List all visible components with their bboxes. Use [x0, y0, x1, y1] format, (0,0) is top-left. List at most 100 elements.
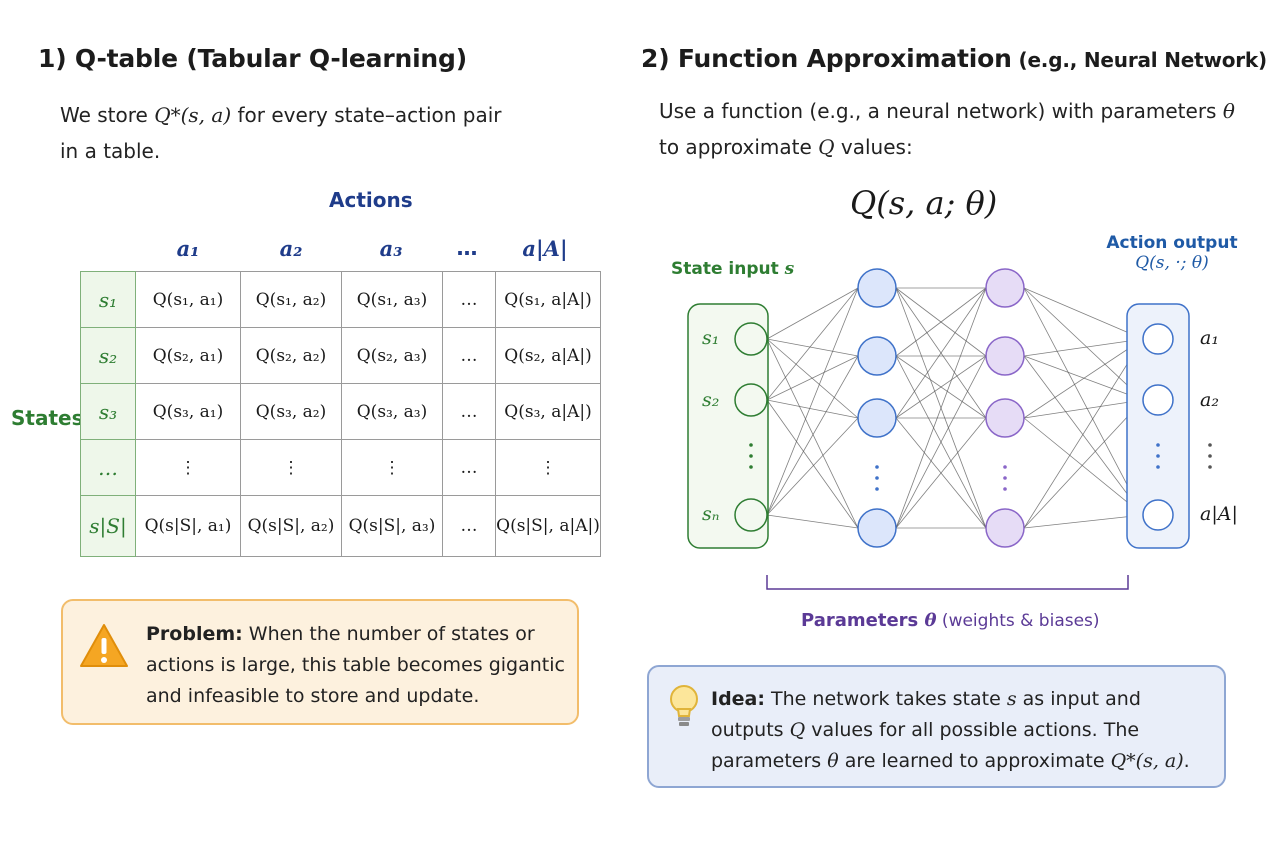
hidden1-node: [857, 268, 897, 308]
connection-edge: [895, 355, 987, 419]
q-value-cell: ⋮: [341, 439, 443, 496]
ellipsis-dot: [1156, 465, 1160, 469]
ellipsis-dot: [875, 487, 879, 491]
q-value-cell: Q(s|S|, a₃): [341, 495, 443, 557]
hidden2-node: [985, 508, 1025, 548]
ellipsis-dot: [1003, 487, 1007, 491]
q-value-cell: …: [442, 495, 496, 557]
connection-edge: [895, 287, 987, 419]
connection-edge: [766, 338, 859, 419]
connection-edge: [766, 514, 859, 529]
ellipsis-dot: [749, 443, 753, 447]
action-header-ellipsis: …: [456, 236, 478, 260]
connection-edge: [766, 287, 859, 516]
connection-edge: [766, 355, 859, 516]
q-value-cell: Q(s|S|, a₂): [240, 495, 342, 557]
q-value-cell: Q(s₃, a₃): [341, 383, 443, 440]
hidden1-node: [857, 508, 897, 548]
connection-edge: [766, 287, 859, 401]
connection-edge: [1023, 399, 1144, 529]
q-value-cell: ⋮: [135, 439, 241, 496]
input-node: [734, 322, 768, 356]
action-header-2: a₂: [279, 236, 303, 261]
hidden1-node: [857, 398, 897, 438]
connection-edge: [766, 355, 859, 401]
q-value-cell: Q(s₁, a|A|): [495, 271, 601, 328]
input-node: [734, 383, 768, 417]
parameters-label: Parameters θ (weights & biases): [801, 610, 1100, 631]
ellipsis-dot: [1208, 454, 1212, 458]
connection-edge: [895, 355, 987, 529]
q-value-cell: Q(s₁, a₁): [135, 271, 241, 328]
connection-edge: [1023, 355, 1144, 401]
action-header-last: a|A|: [522, 236, 568, 261]
q-value-cell: Q(s₃, a₁): [135, 383, 241, 440]
state-header-cell: s₁: [80, 271, 136, 328]
parameters-bracket: [766, 575, 1129, 590]
connection-edge: [766, 338, 859, 529]
ellipsis-dot: [1208, 465, 1212, 469]
q-value-cell: Q(s₁, a₃): [341, 271, 443, 328]
function-approx-title: 2) Function Approximation (e.g., Neural …: [641, 44, 1267, 73]
connection-edge: [1023, 355, 1144, 516]
idea-text: Idea: The network takes state s as input…: [711, 688, 1190, 772]
connection-edge: [1023, 338, 1144, 357]
hidden2-node: [985, 268, 1025, 308]
ellipsis-dot: [875, 465, 879, 469]
q-value-cell: Q(s₂, a₁): [135, 327, 241, 384]
input-label-s2: s₂: [702, 389, 719, 411]
action-output-label: Action output Q(s, ·; θ): [1106, 233, 1238, 273]
connection-edge: [1023, 338, 1144, 419]
input-label-s1: s₁: [702, 327, 719, 349]
ellipsis-dot: [749, 454, 753, 458]
connection-edge: [766, 399, 859, 529]
connection-edge: [1023, 287, 1144, 340]
connection-edge: [1023, 287, 1144, 516]
q-value-cell: ⋮: [240, 439, 342, 496]
q-table-intro: We store Q*(s, a) for every state–action…: [60, 103, 502, 163]
q-value-cell: …: [442, 383, 496, 440]
function-approx-intro: Use a function (e.g., a neural network) …: [659, 99, 1235, 159]
states-axis-label: States: [11, 406, 84, 430]
q-value-cell: …: [442, 271, 496, 328]
q-table-title: 1) Q-table (Tabular Q-learning): [38, 44, 467, 73]
q-value-cell: Q(s₂, a₃): [341, 327, 443, 384]
hidden2-node: [985, 398, 1025, 438]
q-function-formula: Q(s, a; θ): [850, 184, 998, 222]
connection-edge: [1023, 287, 1144, 401]
problem-callout: [61, 599, 579, 725]
ellipsis-dot: [1003, 476, 1007, 480]
output-label-a1: a₁: [1200, 327, 1219, 349]
actions-axis-title: Actions: [329, 188, 413, 212]
connection-edge: [895, 287, 987, 529]
hidden1-node: [857, 336, 897, 376]
ellipsis-dot: [1156, 454, 1160, 458]
state-header-cell: s₃: [80, 383, 136, 440]
problem-label: Problem:: [146, 623, 243, 645]
table-row: …⋮⋮⋮…⋮: [80, 439, 601, 496]
warning-triangle-icon: [80, 624, 128, 667]
action-header-3: a₃: [379, 236, 403, 261]
connection-edge: [1023, 417, 1144, 516]
lightbulb-icon: [670, 685, 698, 726]
state-input-label: State input s: [671, 259, 795, 279]
connection-edge: [766, 338, 859, 357]
state-header-cell: s|S|: [80, 495, 136, 557]
q-value-cell: Q(s₃, a|A|): [495, 383, 601, 440]
q-value-cell: Q(s₂, a|A|): [495, 327, 601, 384]
connection-edge: [1023, 399, 1144, 419]
ellipsis-dot: [749, 465, 753, 469]
q-value-cell: Q(s₂, a₂): [240, 327, 342, 384]
idea-label: Idea:: [711, 688, 765, 710]
q-value-cell: ⋮: [495, 439, 601, 496]
output-node: [1142, 499, 1174, 531]
state-header-cell: …: [80, 439, 136, 496]
connection-edge: [895, 287, 987, 357]
output-label-a-last: a|A|: [1200, 503, 1238, 525]
q-value-cell: Q(s₃, a₂): [240, 383, 342, 440]
output-node: [1142, 323, 1174, 355]
connection-edge: [766, 287, 859, 340]
